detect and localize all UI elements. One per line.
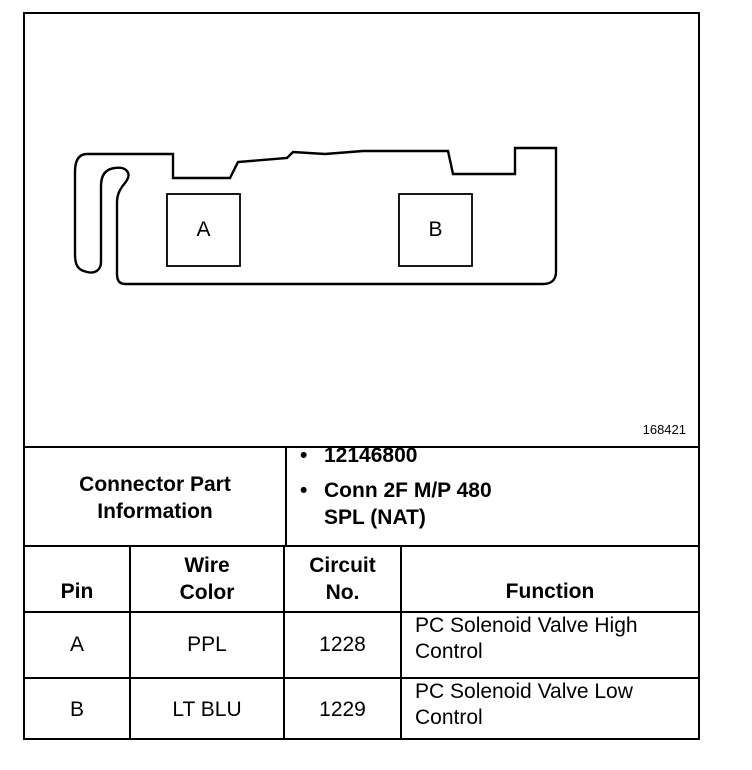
divider-header-top bbox=[25, 545, 698, 547]
row-b-circuit: 1229 bbox=[319, 697, 366, 721]
row-a-circuit: 1228 bbox=[319, 633, 366, 656]
connector-part-number: 12146800 bbox=[324, 444, 418, 467]
header-wire-color: Wire Color bbox=[131, 547, 283, 611]
header-circuit-line1: Circuit bbox=[309, 554, 376, 577]
header-function: Function bbox=[505, 580, 595, 603]
header-circuit-line2: No. bbox=[325, 581, 360, 604]
row-b-wire: LT BLU bbox=[172, 697, 242, 721]
row-b-function: PC Solenoid Valve Low Control bbox=[402, 679, 698, 740]
col-divider-1 bbox=[129, 545, 131, 740]
row-b-pin: B bbox=[69, 697, 84, 721]
bullet-dot: • bbox=[300, 444, 308, 467]
connector-info-label-line2: Information bbox=[97, 499, 213, 523]
connector-info-item: • Conn 2F M/P 480 SPL (NAT) bbox=[300, 477, 492, 531]
bullet-dot: • bbox=[300, 479, 308, 502]
connector-info-items: • 12146800 • Conn 2F M/P 480 SPL (NAT) bbox=[300, 442, 492, 531]
pin-a-label: A bbox=[196, 218, 211, 241]
col-divider-2 bbox=[283, 545, 285, 740]
connector-description: Conn 2F M/P 480 SPL (NAT) bbox=[324, 477, 492, 531]
divider-header-bottom bbox=[25, 611, 698, 613]
header-pin: Pin bbox=[60, 580, 94, 603]
pin-b-label: B bbox=[428, 218, 443, 241]
connector-description-line2: SPL (NAT) bbox=[324, 506, 426, 529]
connector-info-label: Connector Part Information bbox=[25, 448, 285, 547]
row-a-function-line2: Control bbox=[415, 640, 483, 663]
divider-info-vertical bbox=[285, 446, 287, 547]
row-a-function-line1: PC Solenoid Valve High bbox=[415, 614, 638, 637]
row-a-pin: A bbox=[69, 633, 84, 656]
row-a-wire: PPL bbox=[187, 633, 227, 656]
header-circuit-no: Circuit No. bbox=[285, 547, 400, 611]
header-wire-line1: Wire bbox=[184, 554, 230, 577]
divider-row-a-bottom bbox=[25, 677, 698, 679]
row-b-function-line1: PC Solenoid Valve Low bbox=[415, 680, 633, 703]
figure-id: 168421 bbox=[642, 422, 686, 437]
connector-info-label-line1: Connector Part bbox=[79, 472, 231, 496]
connector-description-line1: Conn 2F M/P 480 bbox=[324, 479, 492, 502]
divider-info-top bbox=[25, 446, 698, 448]
connector-outline-svg bbox=[73, 146, 558, 286]
connector-diagram: A B 168421 bbox=[25, 14, 698, 447]
row-a-function: PC Solenoid Valve High Control bbox=[402, 613, 698, 677]
header-wire-line2: Color bbox=[179, 581, 235, 604]
pin-a-box bbox=[166, 193, 241, 267]
col-divider-3 bbox=[400, 545, 402, 740]
connector-sheet: A B 168421 Connector Part Information bbox=[23, 12, 700, 740]
pin-b-box bbox=[398, 193, 473, 267]
connector-info-item: • 12146800 bbox=[300, 442, 492, 469]
row-b-function-line2: Control bbox=[415, 706, 483, 729]
connector-housing-outline bbox=[73, 146, 558, 286]
